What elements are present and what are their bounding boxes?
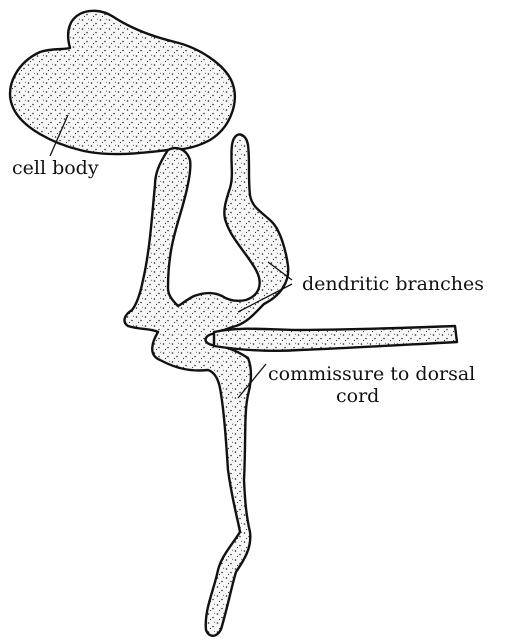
cell-body-label: cell body (12, 157, 99, 179)
commissure-label-line1: commissure to dorsal (268, 363, 475, 385)
commissure-label-line2: cord (336, 385, 379, 407)
dendritic-branches-label: dendritic branches (302, 273, 484, 295)
main-process-shape (125, 134, 289, 635)
cell-body-shape (10, 11, 235, 154)
commissure-shape (214, 326, 457, 351)
